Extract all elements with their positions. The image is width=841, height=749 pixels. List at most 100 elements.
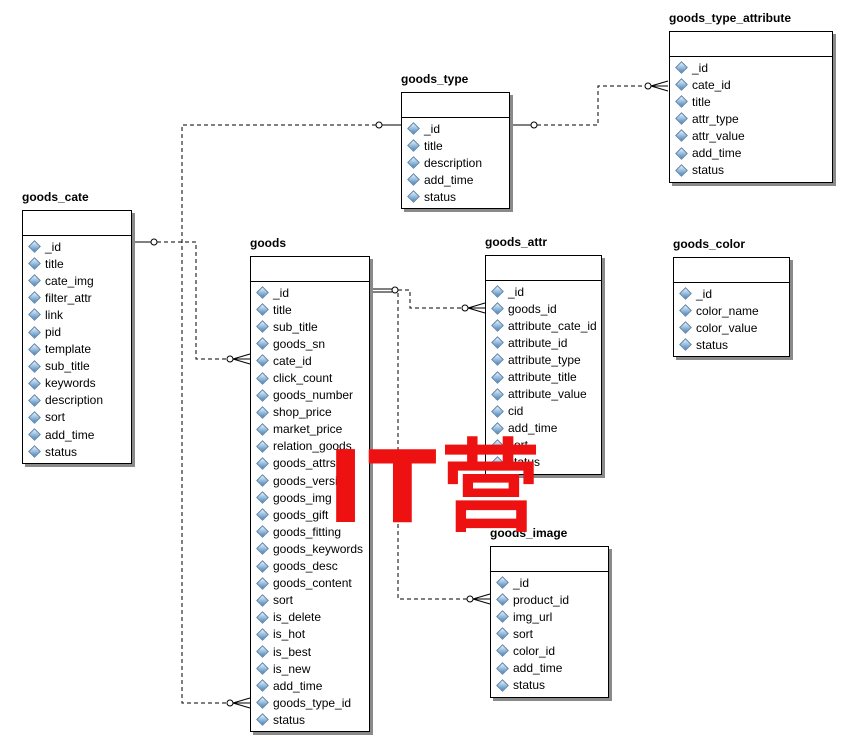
field-row[interactable]: color_name (674, 302, 789, 319)
diamond-icon (675, 61, 688, 74)
diamond-icon (28, 274, 41, 288)
field-row[interactable]: status (486, 454, 601, 471)
field-row[interactable]: title (402, 137, 509, 154)
field-row[interactable]: _id (23, 238, 131, 255)
diamond-icon (407, 190, 420, 204)
field-row[interactable]: add_time (491, 659, 608, 676)
field-row[interactable]: cate_img (23, 272, 131, 289)
field-row[interactable]: status (674, 336, 789, 353)
field-row[interactable]: goods_desc (251, 558, 369, 575)
field-row[interactable]: add_time (486, 420, 601, 437)
field-row[interactable]: sort (486, 437, 601, 454)
field-name: title (45, 256, 64, 271)
field-row[interactable]: _id (670, 59, 832, 76)
field-name: sort (45, 410, 66, 425)
field-row[interactable]: description (23, 392, 131, 409)
field-row[interactable]: status (251, 711, 369, 728)
field-row[interactable]: click_count (251, 369, 369, 386)
field-name: status (696, 337, 729, 352)
diamond-icon (256, 610, 269, 624)
field-row[interactable]: attribute_value (486, 386, 601, 403)
field-row[interactable]: goods_version (251, 472, 369, 489)
field-row[interactable]: goods_gift (251, 506, 369, 523)
field-row[interactable]: add_time (402, 171, 509, 188)
field-row[interactable]: link (23, 306, 131, 323)
field-row[interactable]: _id (491, 574, 608, 591)
field-name: status (273, 712, 306, 727)
field-row[interactable]: sort (23, 409, 131, 426)
field-row[interactable]: sub_title (23, 358, 131, 375)
field-row[interactable]: status (402, 188, 509, 205)
diamond-icon (28, 445, 41, 459)
field-row[interactable]: status (23, 443, 131, 460)
field-row[interactable]: attribute_cate_id (486, 317, 601, 334)
field-row[interactable]: title (23, 255, 131, 272)
field-name: attribute_cate_id (508, 318, 597, 333)
field-row[interactable]: add_time (251, 677, 369, 694)
field-row[interactable]: add_time (23, 426, 131, 443)
field-row[interactable]: add_time (670, 144, 832, 161)
field-row[interactable]: goods_type_id (251, 694, 369, 711)
field-row[interactable]: attr_type (670, 110, 832, 127)
field-row[interactable]: is_delete (251, 609, 369, 626)
field-row[interactable]: color_id (491, 642, 608, 659)
field-row[interactable]: filter_attr (23, 289, 131, 306)
field-row[interactable]: attribute_id (486, 334, 601, 351)
diamond-icon (491, 387, 504, 401)
field-row[interactable]: cid (486, 403, 601, 420)
field-row[interactable]: description (402, 154, 509, 171)
field-row[interactable]: is_new (251, 660, 369, 677)
field-row[interactable]: status (670, 162, 832, 179)
relationship-goods-goods_image-dashed (397, 293, 467, 600)
field-name: goods_desc (273, 559, 338, 574)
field-row[interactable]: goods_fitting (251, 523, 369, 540)
diamond-icon (256, 662, 269, 675)
field-row[interactable]: goods_keywords (251, 540, 369, 557)
field-row[interactable]: is_best (251, 643, 369, 660)
field-row[interactable]: _id (486, 283, 601, 300)
field-row[interactable]: status (491, 677, 608, 694)
field-row[interactable]: relation_goods (251, 438, 369, 455)
field-row[interactable]: goods_sn (251, 335, 369, 352)
field-row[interactable]: cate_id (251, 352, 369, 369)
field-name: goods_gift (273, 507, 329, 522)
field-row[interactable]: cate_id (670, 76, 832, 93)
field-row[interactable]: market_price (251, 421, 369, 438)
field-row[interactable]: _id (402, 120, 509, 137)
field-row[interactable]: _id (674, 285, 789, 302)
field-row[interactable]: pid (23, 323, 131, 340)
field-row[interactable]: sort (251, 592, 369, 609)
field-row[interactable]: keywords (23, 375, 131, 392)
field-row[interactable]: shop_price (251, 404, 369, 421)
field-row[interactable]: sort (491, 625, 608, 642)
field-row[interactable]: template (23, 341, 131, 358)
diamond-icon (407, 156, 420, 170)
connector-stub-double (372, 288, 392, 293)
field-row[interactable]: title (670, 93, 832, 110)
field-row[interactable]: attribute_type (486, 351, 601, 368)
field-row[interactable]: goods_content (251, 575, 369, 592)
field-row[interactable]: img_url (491, 608, 608, 625)
field-row[interactable]: color_value (674, 319, 789, 336)
field-row[interactable]: attribute_title (486, 368, 601, 385)
field-row[interactable]: product_id (491, 591, 608, 608)
field-row[interactable]: is_hot (251, 626, 369, 643)
field-row[interactable]: sub_title (251, 318, 369, 335)
diamond-icon (256, 474, 269, 487)
field-row[interactable]: title (251, 301, 369, 318)
diamond-icon (256, 525, 269, 539)
field-name: attribute_type (508, 352, 581, 367)
field-row[interactable]: _id (251, 284, 369, 301)
field-row[interactable]: attr_value (670, 127, 832, 144)
field-row[interactable]: goods_number (251, 387, 369, 404)
field-row[interactable]: goods_id (486, 300, 601, 317)
field-row[interactable]: goods_attrs (251, 455, 369, 472)
field-row[interactable]: goods_img (251, 489, 369, 506)
